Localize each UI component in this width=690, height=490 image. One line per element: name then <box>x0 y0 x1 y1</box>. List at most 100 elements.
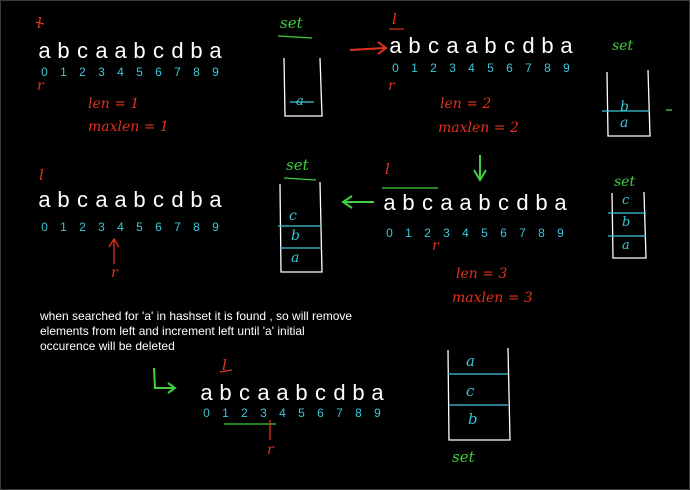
p5-right-pointer: r <box>267 442 274 458</box>
p2-index-9: 9 <box>563 61 570 75</box>
p4-char-5: b <box>133 187 146 212</box>
p3-index-2: 2 <box>424 226 431 240</box>
p1-char-2: c <box>77 38 88 63</box>
p4-char-8: b <box>190 187 203 212</box>
p1-char-0: a <box>38 38 51 63</box>
p2-set-item-1: a <box>620 115 629 131</box>
p3-char-8: b <box>535 190 548 215</box>
p3-maxlen: maxlen = 3 <box>452 290 533 306</box>
p1-char-1: b <box>57 38 70 63</box>
p5-set-item-1: c <box>466 382 475 400</box>
p1-index-6: 6 <box>155 65 162 79</box>
p2-len: len = 2 <box>440 96 492 112</box>
p1-index-8: 8 <box>193 65 200 79</box>
p5-set-dividers <box>448 373 508 406</box>
p1-index-3: 3 <box>98 65 105 79</box>
p3-char-3: a <box>440 190 453 215</box>
p4-set-label: set <box>286 156 309 174</box>
p1-index-2: 2 <box>79 65 86 79</box>
p2-maxlen: maxlen = 2 <box>438 120 519 136</box>
p4-set-item-2: a <box>291 250 300 266</box>
p1-char-4: a <box>114 38 127 63</box>
p2-char-3: a <box>446 33 459 58</box>
arrow-to-panel5 <box>153 367 177 394</box>
p2-char-9: a <box>560 33 573 58</box>
p1-right-pointer: r <box>37 78 44 94</box>
p5-index-1: 1 <box>222 406 229 420</box>
p4-char-0: a <box>38 187 51 212</box>
p1-index-4: 4 <box>117 65 124 79</box>
p1-char-8: b <box>190 38 203 63</box>
p3-set-dividers <box>608 212 646 237</box>
p5-index-0: 0 <box>203 406 210 420</box>
p3-char-9: a <box>554 190 567 215</box>
p5-char-9: a <box>371 380 384 405</box>
p4-index-8: 8 <box>193 220 200 234</box>
p4-right-arrow <box>108 237 120 264</box>
p4-index-2: 2 <box>79 220 86 234</box>
p2-index-0: 0 <box>392 61 399 75</box>
p4-set-box <box>279 181 323 273</box>
p3-index-9: 9 <box>557 226 564 240</box>
p5-char-4: a <box>276 380 289 405</box>
p2-char-6: c <box>504 33 515 58</box>
p3-index-4: 4 <box>462 226 469 240</box>
p4-right-pointer: r <box>111 265 118 281</box>
p4-index-0: 0 <box>41 220 48 234</box>
p1-set-label: set <box>280 14 303 32</box>
p1-set-box <box>283 57 323 117</box>
arrow-to-panel2 <box>349 41 388 55</box>
p3-len: len = 3 <box>456 266 508 282</box>
p1-maxlen: maxlen = 1 <box>88 119 169 135</box>
p3-char-1: b <box>402 190 415 215</box>
p4-char-7: d <box>171 187 184 212</box>
p5-index-9: 9 <box>374 406 381 420</box>
p3-set-item-0: c <box>622 193 630 208</box>
p1-char-5: b <box>133 38 146 63</box>
p3-char-5: b <box>478 190 491 215</box>
p1-char-3: a <box>95 38 108 63</box>
p5-index-5: 5 <box>298 406 305 420</box>
p5-char-2: c <box>239 380 250 405</box>
p1-len: len = 1 <box>88 96 140 112</box>
p2-index-8: 8 <box>544 61 551 75</box>
p1-char-6: c <box>153 38 164 63</box>
p5-char-6: c <box>315 380 326 405</box>
p5-index-6: 6 <box>317 406 324 420</box>
p2-char-7: d <box>522 33 535 58</box>
p5-left-tick <box>219 369 233 373</box>
p5-index-3: 3 <box>260 406 267 420</box>
p5-char-1: b <box>219 380 232 405</box>
p5-index-8: 8 <box>355 406 362 420</box>
p4-index-9: 9 <box>212 220 219 234</box>
p3-set-label: set <box>614 174 636 190</box>
p4-set-dividers <box>278 225 322 249</box>
p3-left-pointer: l <box>385 160 390 178</box>
p4-char-3: a <box>95 187 108 212</box>
p1-index-9: 9 <box>212 65 219 79</box>
p2-left-pointer: l <box>392 10 397 28</box>
p2-char-4: a <box>465 33 478 58</box>
p4-index-5: 5 <box>136 220 143 234</box>
p3-char-7: d <box>516 190 529 215</box>
p3-right-pointer: r <box>432 238 439 254</box>
p2-index-7: 7 <box>525 61 532 75</box>
p5-left-pointer: l <box>222 356 227 374</box>
p3-char-4: a <box>459 190 472 215</box>
p1-index-7: 7 <box>174 65 181 79</box>
p5-char-7: d <box>333 380 346 405</box>
p4-set-item-0: c <box>289 208 297 224</box>
p5-set-item-0: a <box>466 352 475 370</box>
p2-index-5: 5 <box>487 61 494 75</box>
p2-set-box <box>606 69 651 137</box>
p1-index-0: 0 <box>41 65 48 79</box>
p3-char-6: c <box>498 190 509 215</box>
